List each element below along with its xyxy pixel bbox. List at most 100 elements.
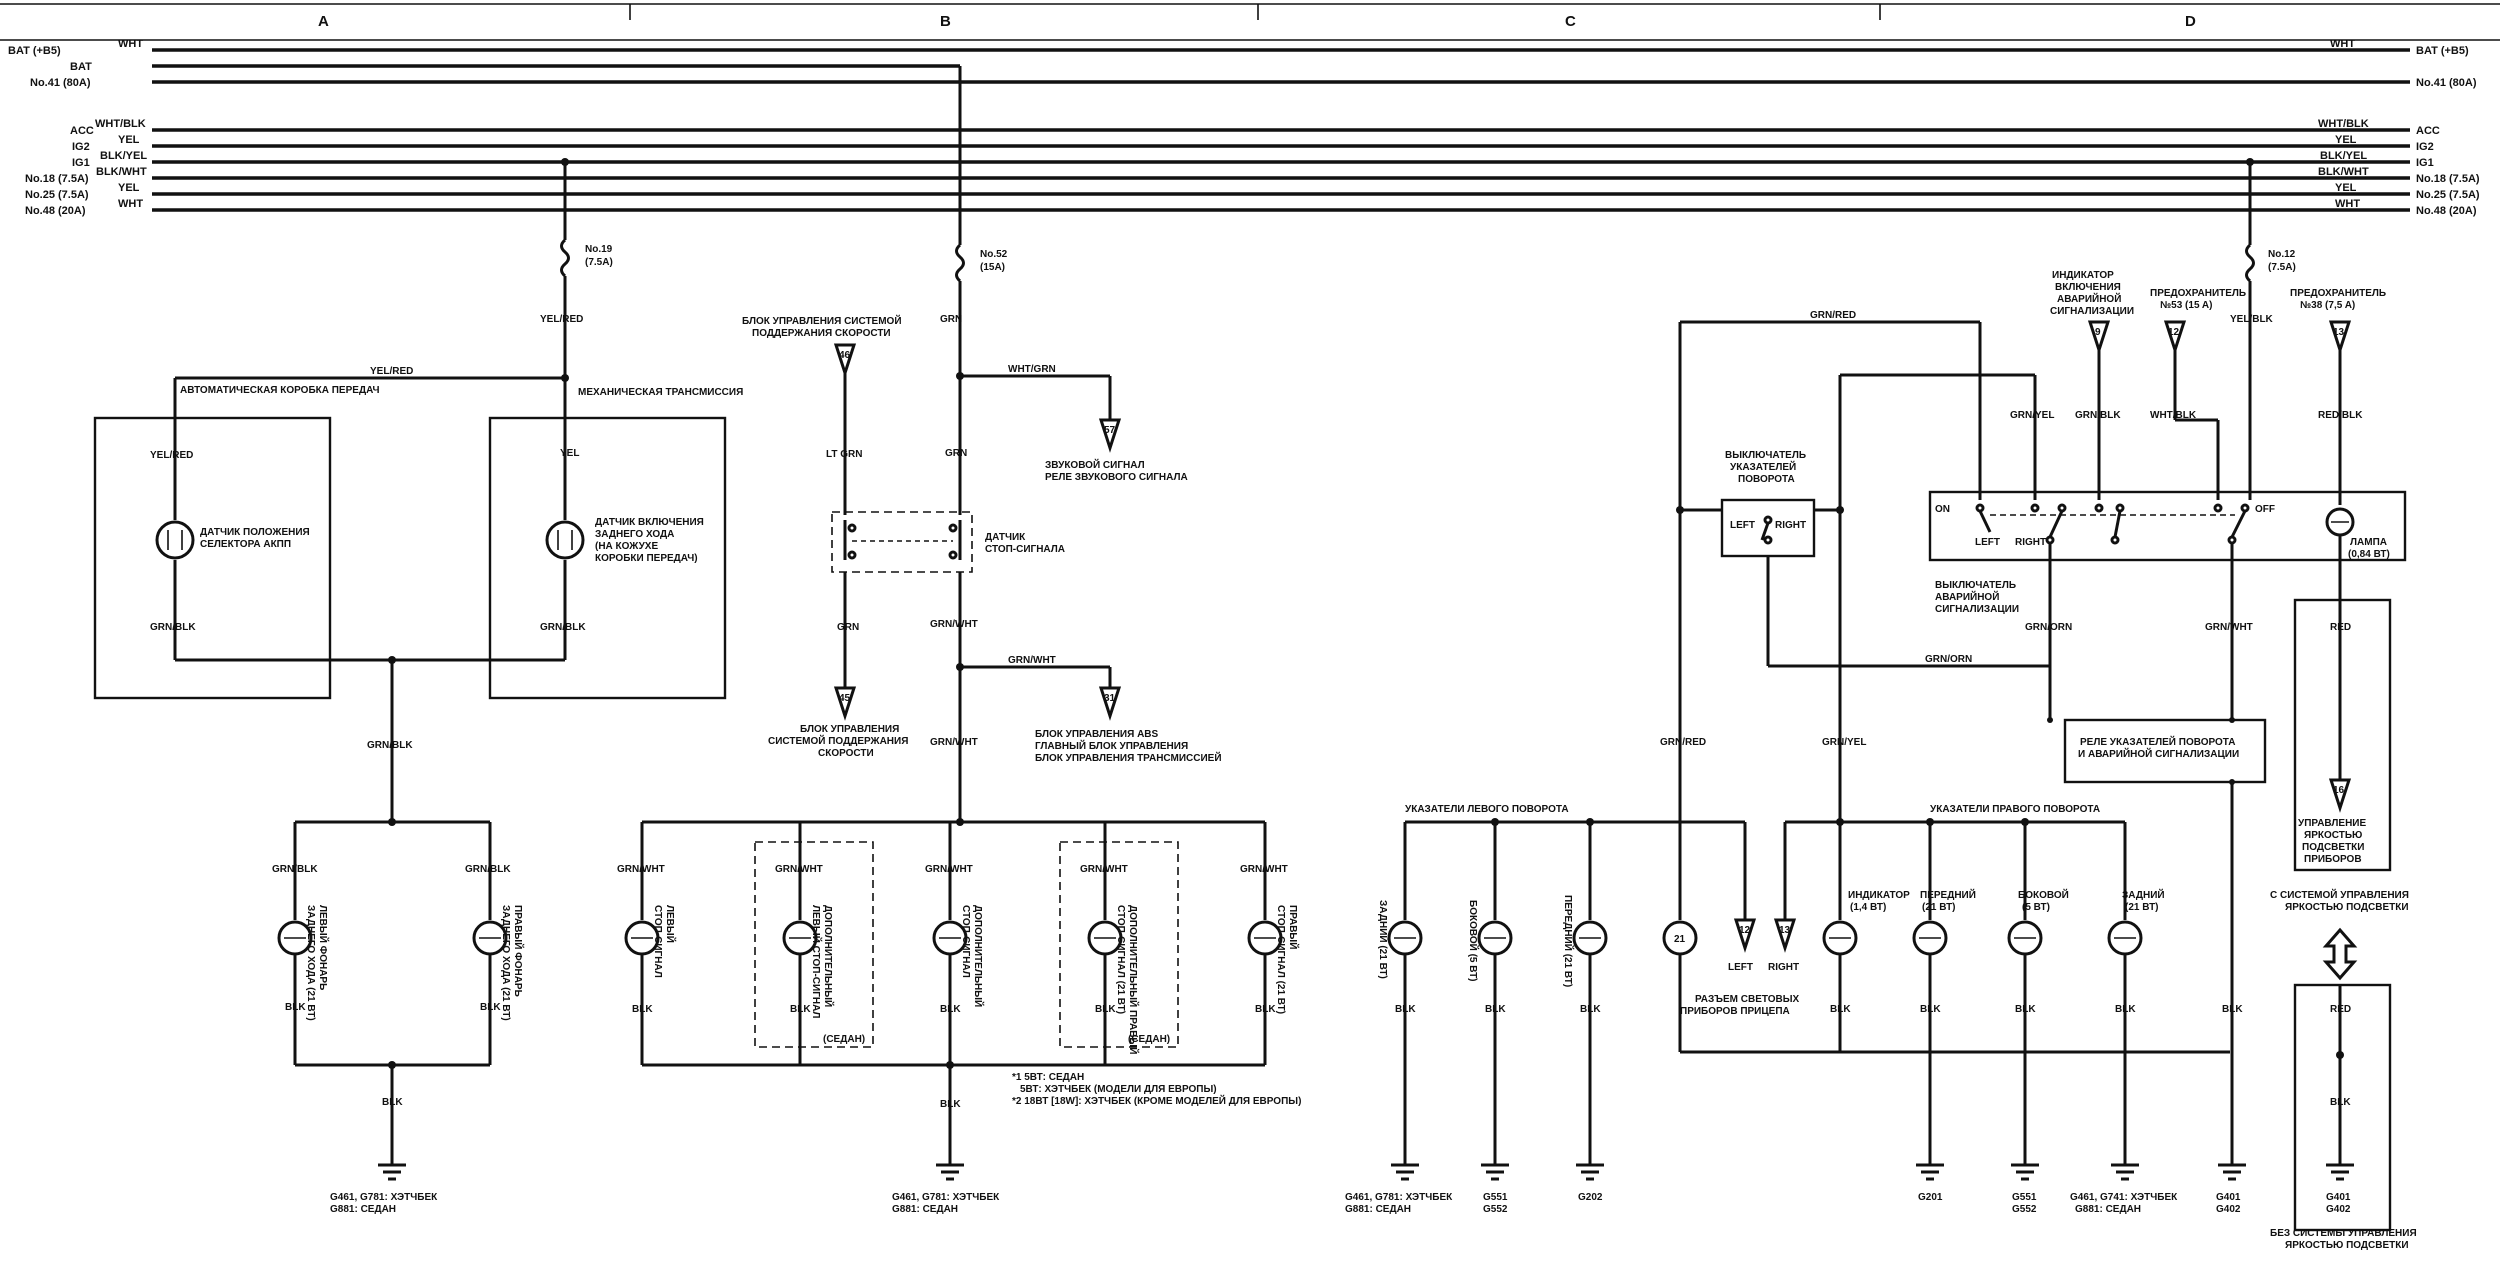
bus-right-source-no18: No.18 (7.5A) [2416, 173, 2480, 185]
lamp-note-3: *2 18ВТ [18W]: ХЭТЧБЕК (КРОМЕ МОДЕЛЕЙ ДЛ… [1012, 1094, 1301, 1107]
connector-46: 46 [839, 350, 851, 361]
wire-blk-low: BLK [2330, 1097, 2351, 1108]
brightness-1: УПРАВЛЕНИЕ [2298, 818, 2366, 829]
connector-57-icon [1098, 418, 1122, 453]
wire-grn-red-top: GRN/RED [1810, 310, 1856, 321]
lamp-2-note: (СЕДАН) [823, 1034, 865, 1045]
auto-sensor-icon [155, 520, 195, 560]
manual-wire-bottom: GRN/BLK [540, 622, 586, 633]
without-system-2: ЯРКОСТЬЮ ПОДСВЕТКИ [2285, 1240, 2409, 1251]
right-turn-lamp-rear: ЗАДНИЙ (21 ВТ) BLK [2107, 822, 2165, 1165]
manual-sensor-line1: ДАТЧИК ВКЛЮЧЕНИЯ [595, 517, 704, 528]
hazard-lamp-2: (0,84 ВТ) [2348, 549, 2390, 560]
bus-right-color-blk-wht: BLK/WHT [2318, 166, 2369, 178]
right-lamp-side-1: БОКОВОЙ [2018, 888, 2069, 901]
ground-blk-b: BLK [940, 1099, 961, 1110]
lamp-2-name2: ЛЕВЫЙ СТОП-СИГНАЛ [810, 905, 823, 1018]
section-a-reverse: No.19 (7.5A) YEL/RED YEL/RED АВТОМАТИЧЕС… [93, 162, 743, 1215]
left-lamp-side-blk: BLK [1485, 1004, 1506, 1015]
hazard-off: OFF [2255, 504, 2275, 515]
hazard-right: RIGHT [2015, 537, 2046, 548]
lamp-2-blk: BLK [790, 1004, 811, 1015]
bus-source-no18: No.18 (7.5A) [25, 173, 89, 185]
wire-grn-wht-d: GRN/WHT [2205, 622, 2253, 633]
bus-source-no48: No.48 (20A) [25, 205, 86, 217]
hazard-left: LEFT [1975, 537, 2000, 548]
connector-9-icon [2087, 320, 2111, 355]
lamp-4-wire: GRN/WHT [1080, 864, 1128, 875]
ground-a-line2: G881: СЕДАН [330, 1204, 396, 1215]
trailer-right: RIGHT [1768, 962, 1799, 973]
fuse-53-line1: ПРЕДОХРАНИТЕЛЬ [2150, 288, 2246, 299]
left-lamp-rear-blk: BLK [1395, 1004, 1416, 1015]
wire-yel-red-label: YEL/RED [540, 314, 583, 325]
bus-right-source-no48: No.48 (20A) [2416, 205, 2477, 217]
ground-icon [1916, 1163, 2139, 1181]
ground-r3-1: G461, G741: ХЭТЧБЕК [2070, 1192, 2178, 1203]
ground-icon [2218, 1163, 2246, 1181]
fuse-no52-label: No.52 [980, 249, 1008, 260]
stop-lamp-1: GRN/WHT ЛЕВЫЙ СТОП-СИГНАЛ BLK [617, 822, 677, 1065]
turn-switch-right: RIGHT [1775, 520, 1806, 531]
connector-31-icon [1098, 686, 1122, 721]
ground-c-right: G202 [1578, 1192, 1603, 1203]
bus-color-blk-wht: BLK/WHT [96, 166, 147, 178]
section-c-turn: УКАЗАТЕЛИ ЛЕВОГО ПОВОРОТА ЗАДНИЙ (21 ВТ)… [1345, 322, 2230, 1215]
wire-grn-wht-branch: GRN/WHT [1008, 655, 1056, 666]
bus-right-color-wht-2: WHT [2335, 198, 2360, 210]
bus-source-bat: BAT [70, 61, 92, 73]
trailer-left: LEFT [1728, 962, 1753, 973]
right-lamp-side-2: (5 ВТ) [2022, 902, 2050, 913]
right-lamp-front-1: ПЕРЕДНИЙ [1920, 888, 1976, 901]
wire-grn-left: GRN [837, 622, 859, 633]
bus-color-yel-2: YEL [118, 182, 140, 194]
bus-source-bat-b5: BAT (+B5) [8, 45, 61, 57]
bus-right-color-yel: YEL [2335, 134, 2357, 146]
relay-2: И АВАРИЙНОЙ СИГНАЛИЗАЦИИ [2078, 747, 2239, 760]
wire-grn-orn-mid: GRN/ORN [1925, 654, 1972, 665]
lamp-4-blk: BLK [1095, 1004, 1116, 1015]
right-indicator-blk: BLK [1830, 1004, 1851, 1015]
lamp-2-wire: GRN/WHT [775, 864, 823, 875]
right-turn-lamp-side: БОКОВОЙ (5 ВТ) BLK [2007, 822, 2069, 1165]
right-reverse-lamp-line1: ПРАВЫЙ ФОНАРЬ [512, 905, 525, 997]
lamp-note-1: *1 5ВТ: СЕДАН [1012, 1072, 1084, 1083]
ground-c-mid-2: G552 [1483, 1204, 1508, 1215]
manual-sensor-line4: КОРОБКИ ПЕРЕДАЧ) [595, 553, 698, 564]
wire-wht-blk-d: WHT/BLK [2150, 410, 2197, 421]
connector-9: 9 [2095, 327, 2101, 338]
column-label-b: B [940, 13, 951, 30]
stop-lamp-4: GRN/WHT ДОПОЛНИТЕЛЬНЫЙ ПРАВЫЙ СТОП-СИГНА… [1080, 822, 1140, 1065]
connector-57: 57 [1104, 425, 1116, 436]
left-reverse-lamp-line2: ЗАДНЕГО ХОДА (21 ВТ) [305, 905, 316, 1021]
abs-text-line2: ГЛАВНЫЙ БЛОК УПРАВЛЕНИЯ [1035, 739, 1188, 752]
lt-grn-label: LT GRN [826, 449, 862, 460]
manual-sensor-line2: ЗАДНЕГО ХОДА [595, 529, 674, 540]
lamp-3-blk: BLK [940, 1004, 961, 1015]
right-turn-title: УКАЗАТЕЛИ ПРАВОГО ПОВОРОТА [1930, 804, 2100, 815]
manual-sensor-line3: (НА КОЖУХЕ [595, 541, 658, 552]
fuse-38-line1: ПРЕДОХРАНИТЕЛЬ [2290, 288, 2386, 299]
common-wire-label: GRN/BLK [367, 740, 413, 751]
lamp-5-blk: BLK [1255, 1004, 1276, 1015]
stop-switch-line1: ДАТЧИК [985, 532, 1026, 543]
lamp-4-name1: ДОПОЛНИТЕЛЬНЫЙ ПРАВЫЙ [1127, 905, 1140, 1054]
wire-grn-wht-mid: GRN/WHT [930, 619, 978, 630]
lamp-5-wire: GRN/WHT [1240, 864, 1288, 875]
power-bus: BAT (+B5) WHT BAT No.41 (80A) ACC WHT/BL… [8, 38, 2480, 217]
right-lamp-rear-blk: BLK [2115, 1004, 2136, 1015]
ground-blk-a: BLK [382, 1097, 403, 1108]
lamp-2-name1: ДОПОЛНИТЕЛЬНЫЙ [822, 905, 835, 1007]
horn-wire-label: WHT/GRN [1008, 364, 1056, 375]
lamp-3-name2: СТОП-СИГНАЛ [960, 905, 971, 978]
horn-text-line1: ЗВУКОВОЙ СИГНАЛ [1045, 458, 1145, 471]
ground-icon [378, 1163, 406, 1181]
right-reverse-blk: BLK [480, 1002, 501, 1013]
fuse-38-line2: №38 (7,5 A) [2300, 300, 2355, 311]
ground-c-left-1: G461, G781: ХЭТЧБЕК [1345, 1192, 1453, 1203]
section-d-hazard: No.12 (7.5A) YEL/BLK GRN/RED GRN/YEL ИНД… [1680, 162, 2417, 1251]
cruise-bottom-line2: СИСТЕМОЙ ПОДДЕРЖАНИЯ [768, 734, 908, 747]
manual-transmission-box [488, 416, 727, 700]
abs-text-line3: БЛОК УПРАВЛЕНИЯ ТРАНСМИССИЕЙ [1035, 751, 1222, 764]
ground-icon [2326, 1163, 2354, 1181]
